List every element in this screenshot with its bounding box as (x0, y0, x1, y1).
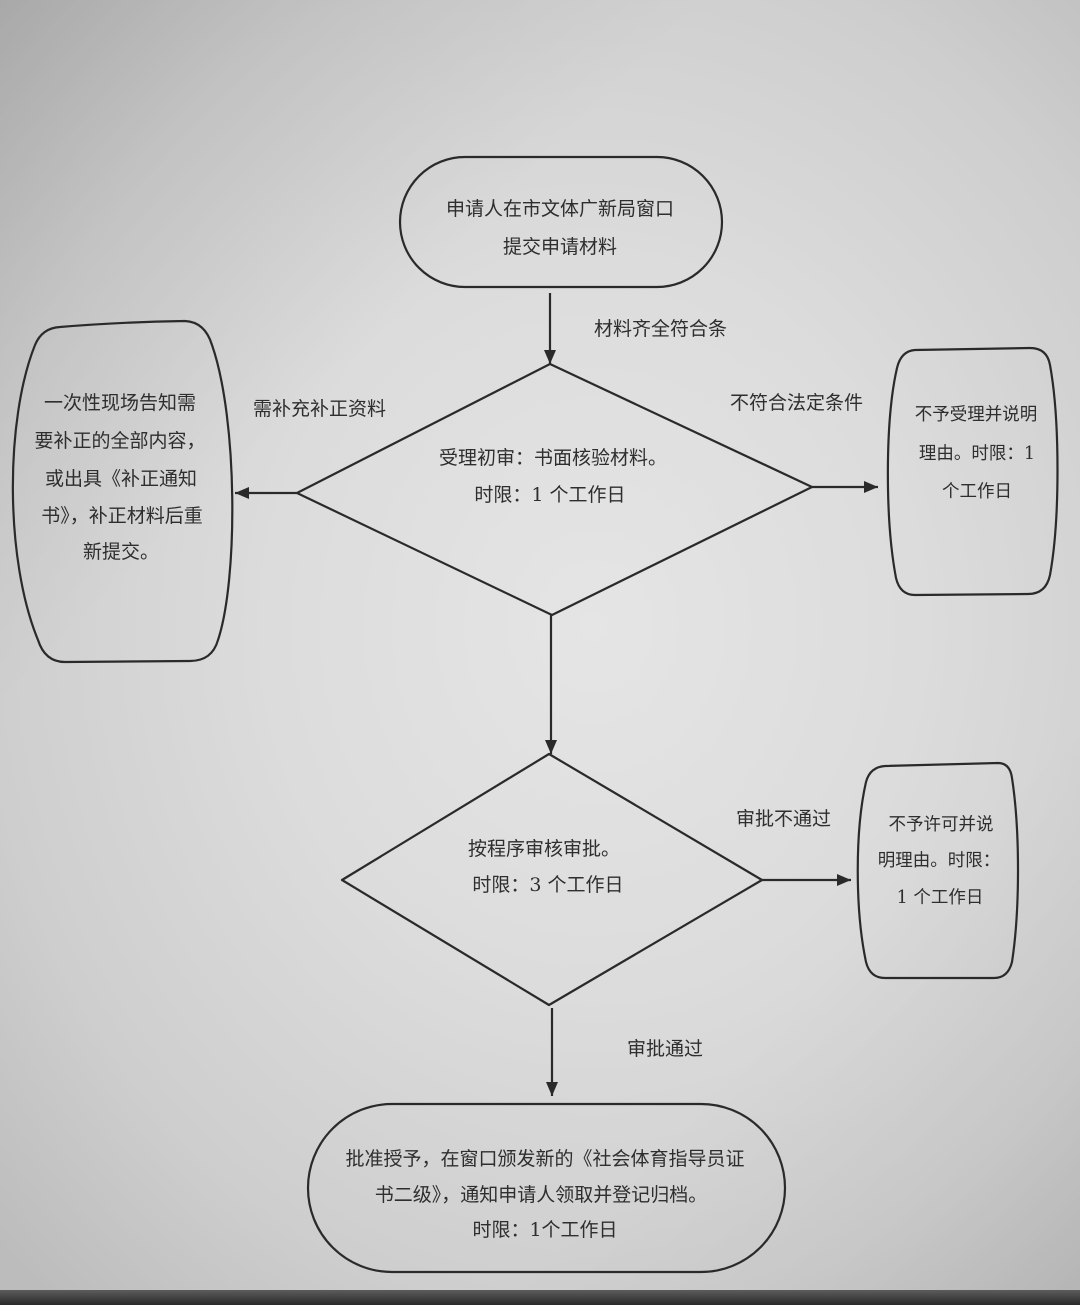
desk-edge (0, 1290, 1080, 1305)
reject-acceptance-outline (886, 346, 1059, 597)
start-node-line-2: 提交申请材料 (503, 236, 617, 258)
start-node-line-1: 申请人在市文体广新局窗口 (446, 198, 674, 220)
grant-node-outline (306, 1102, 787, 1274)
edge-review-to-supplement: 需补充补正资料 (235, 398, 386, 499)
edge-review-to-reject: 不符合法定条件 (730, 392, 878, 493)
edge-approval-to-reject: 审批不通过 (736, 808, 851, 886)
grant-line-2: 书二级》，通知申请人领取并登记归档。 (375, 1184, 708, 1206)
supplement-line-3: 或出具《补正通知 (45, 468, 197, 490)
reject-acceptance-line-1: 不予受理并说明 (915, 405, 1038, 425)
edge-start-to-review: 材料齐全符合条 (544, 293, 727, 364)
reject-acceptance-line-3: 个工作日 (942, 482, 1012, 502)
reject-license-outline (856, 761, 1020, 980)
approval-review-line-1: 按程序审核审批。 (468, 838, 620, 860)
initial-review-line-2: 时限：1 个工作日 (474, 484, 625, 506)
edge-label-review-to-supplement: 需补充补正资料 (253, 398, 386, 420)
edge-label-approval-to-reject: 审批不通过 (736, 808, 831, 830)
reject-license-node: 不予许可并说 明理由。时限： 1 个工作日 (856, 761, 1020, 980)
start-node-outline (398, 155, 724, 289)
edge-label-approval-to-grant: 审批通过 (627, 1038, 703, 1060)
supplement-line-1: 一次性现场告知需 (44, 392, 196, 414)
edge-label-review-to-reject: 不符合法定条件 (730, 392, 863, 414)
reject-acceptance-node: 不予受理并说明 理由。时限：1 个工作日 (886, 346, 1059, 597)
approval-review-line-2: 时限：3 个工作日 (472, 874, 623, 896)
grant-line-3: 时限：1个工作日 (472, 1219, 617, 1241)
approval-review-node: 按程序审核审批。 时限：3 个工作日 (340, 752, 764, 1007)
supplement-node: 一次性现场告知需 要补正的全部内容， 或出具《补正通知 书》，补正材料后重 新提… (11, 319, 234, 664)
edge-label-start-to-review: 材料齐全符合条 (594, 318, 727, 340)
initial-review-line-1: 受理初审：书面核验材料。 (439, 447, 667, 469)
edge-approval-to-grant: 审批通过 (546, 1008, 703, 1096)
reject-license-line-1: 不予许可并说 (889, 815, 994, 835)
supplement-line-5: 新提交。 (83, 541, 159, 563)
supplement-node-outline (11, 319, 234, 664)
supplement-line-4: 书》，补正材料后重 (41, 505, 203, 527)
start-node: 申请人在市文体广新局窗口 提交申请材料 (398, 155, 724, 289)
approval-review-diamond (340, 752, 764, 1007)
grant-node: 批准授予，在窗口颁发新的《社会体育指导员证 书二级》，通知申请人领取并登记归档。… (306, 1102, 787, 1274)
reject-acceptance-line-2: 理由。时限：1 (919, 444, 1035, 464)
grant-line-1: 批准授予，在窗口颁发新的《社会体育指导员证 (345, 1148, 744, 1170)
supplement-line-2: 要补正的全部内容， (34, 430, 205, 452)
reject-license-line-3: 1 个工作日 (897, 888, 984, 908)
reject-license-line-2: 明理由。时限： (878, 851, 1001, 871)
